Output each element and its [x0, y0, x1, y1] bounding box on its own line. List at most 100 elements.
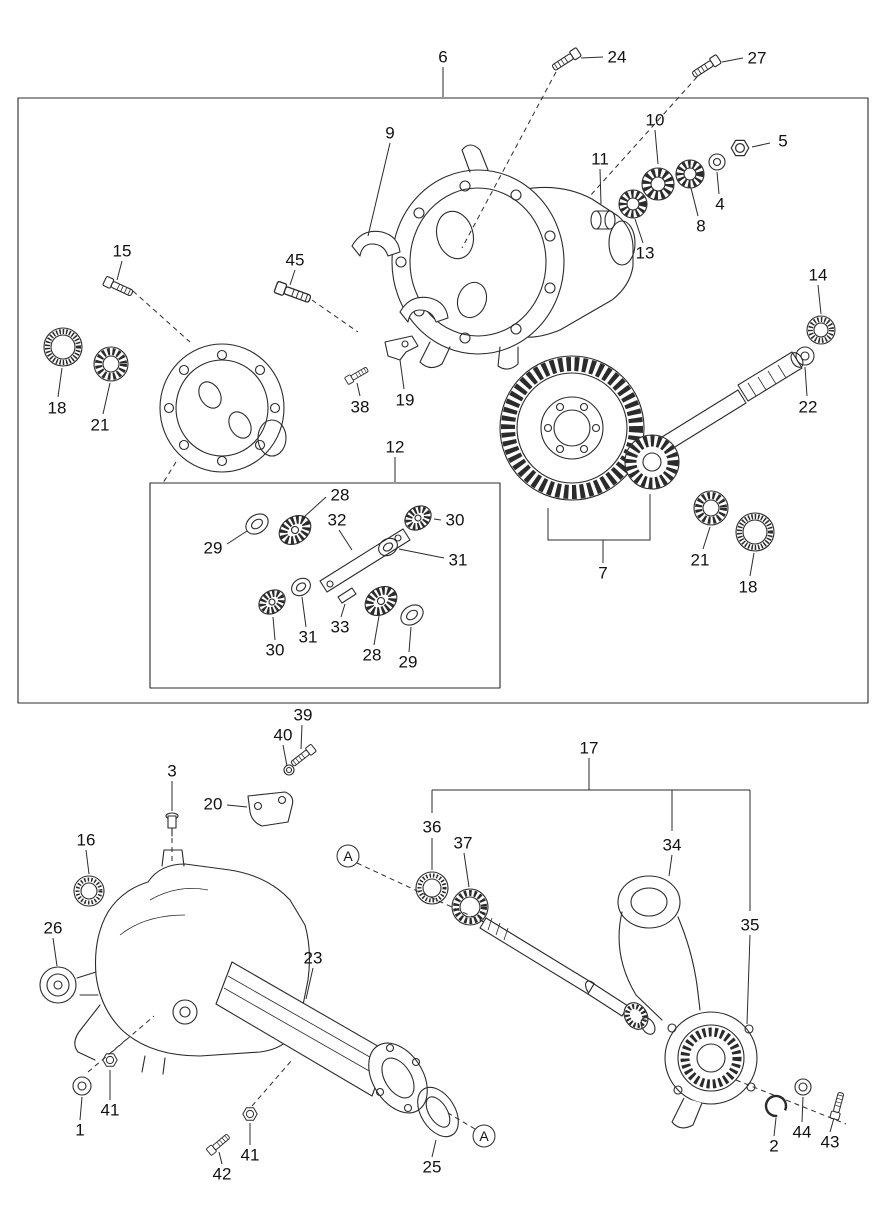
leader-line-10-0 — [654, 129, 659, 165]
differential-gear-set-group-box — [149, 482, 501, 689]
callout-17: 17 — [580, 739, 599, 758]
callout-21L: 21 — [91, 416, 110, 435]
leader-line-13-0 — [634, 218, 644, 244]
callout-29a: 29 — [204, 539, 223, 558]
differential-case-drawing — [159, 343, 287, 473]
snap-ring-drawing — [764, 1094, 788, 1118]
leader-line-33-0 — [340, 603, 346, 618]
carrier-assembly-group-box — [17, 97, 869, 704]
leader-line-43-0 — [829, 1117, 835, 1133]
callout-25: 25 — [423, 1158, 442, 1177]
breather-plug-drawing — [165, 812, 179, 837]
callout-7: 7 — [598, 564, 607, 583]
leader-line-30b-0 — [272, 616, 276, 641]
gasket-ring-drawing — [417, 1086, 459, 1138]
harness-bracket-drawing — [247, 791, 294, 827]
callout-42: 42 — [213, 1165, 232, 1184]
callout-28b: 28 — [363, 646, 382, 665]
leader-line-2-0 — [773, 1117, 777, 1137]
assembly-dashed-line-0 — [461, 71, 557, 249]
leader-line-38-0 — [356, 382, 361, 397]
leader-line-24-0 — [580, 56, 604, 59]
leader-line-4-0 — [716, 171, 720, 195]
bearing-caps-drawing — [351, 230, 449, 323]
oil-seal-16-drawing — [73, 875, 105, 907]
differential-gear-set-drawing — [245, 505, 432, 626]
leader-line-40-0 — [282, 744, 288, 767]
leader-line-42-0 — [218, 1151, 223, 1165]
leader-line-30a-0 — [433, 518, 442, 521]
leader-line-25-0 — [431, 1139, 437, 1158]
callout-44: 44 — [793, 1123, 812, 1142]
callout-30a: 30 — [446, 511, 465, 530]
callout-28a: 28 — [331, 486, 350, 505]
callout-41b: 41 — [241, 1146, 260, 1165]
callout-34: 34 — [663, 836, 682, 855]
leader-line-35-0 — [746, 934, 751, 1025]
hub-washer-drawing — [794, 1078, 812, 1096]
joint-shaft-drawing — [479, 917, 656, 1035]
callout-27: 27 — [748, 49, 767, 68]
callout-15: 15 — [113, 242, 132, 261]
leader-line-23-0 — [305, 967, 314, 1000]
callout-31a: 31 — [449, 551, 468, 570]
assembly-dashed-line-3 — [311, 299, 359, 333]
assembly-dashed-line-8 — [251, 1059, 293, 1107]
callout-21R: 21 — [691, 551, 710, 570]
assembly-dashed-line-2 — [132, 290, 191, 343]
callout-12: 12 — [386, 438, 405, 457]
leader-line-20-0 — [226, 804, 248, 808]
joint-seal-bearing-drawing — [415, 871, 489, 926]
leader-line-11-0 — [599, 168, 602, 205]
callout-43: 43 — [821, 1133, 840, 1152]
leader-line-34-0 — [668, 854, 673, 877]
leader-line-28a-0 — [303, 496, 327, 518]
pinion-right-seal-bearings-drawing — [693, 315, 836, 552]
callout-40: 40 — [274, 726, 293, 745]
leader-line-39-0 — [300, 724, 303, 750]
view-label-0: A — [343, 848, 353, 864]
callout-18R: 18 — [739, 578, 758, 597]
callout-13: 13 — [636, 244, 655, 263]
callout-4: 4 — [715, 195, 724, 214]
ring-gear-drawing — [499, 355, 645, 501]
leader-line-9-0 — [367, 142, 391, 237]
view-label-1: A — [479, 1128, 489, 1144]
view-label-circle-0 — [336, 844, 360, 868]
callout-19: 19 — [396, 391, 415, 410]
assembly-dashed-line-6 — [735, 1079, 847, 1125]
leader-line-21R-0 — [702, 526, 711, 550]
callout-29b: 29 — [399, 653, 418, 672]
callout-1: 1 — [75, 1121, 84, 1140]
callout-38: 38 — [351, 398, 370, 417]
view-label-leader-0 — [356, 862, 485, 923]
leader-line-21L-0 — [102, 382, 111, 415]
leader-line-26-0 — [52, 937, 58, 967]
leader-line-7-0 — [547, 508, 604, 563]
callout-24: 24 — [608, 48, 627, 67]
leader-line-18R-0 — [749, 552, 755, 577]
leader-line-16-0 — [85, 849, 90, 875]
extension-tube-drawing — [215, 961, 428, 1114]
assembly-dashed-line-1 — [589, 76, 698, 197]
leader-line-14-0 — [817, 284, 822, 315]
callout-9: 9 — [385, 124, 394, 143]
callout-36: 36 — [423, 818, 442, 837]
callout-33: 33 — [331, 618, 350, 637]
leader-line-44-0 — [801, 1096, 804, 1123]
mount-bushing-drawing — [39, 966, 77, 1004]
joint-carrier-drawing — [617, 875, 758, 1129]
leader-line-31b-0 — [301, 596, 307, 628]
callout-8: 8 — [696, 217, 705, 236]
callout-16: 16 — [77, 831, 96, 850]
leader-line-29b-0 — [408, 626, 412, 653]
callout-45: 45 — [286, 251, 305, 270]
callout-2: 2 — [769, 1137, 778, 1156]
callout-39: 39 — [294, 706, 313, 725]
leader-line-37-0 — [463, 852, 470, 888]
leader-line-19-0 — [399, 359, 405, 390]
callout-10: 10 — [646, 111, 665, 130]
